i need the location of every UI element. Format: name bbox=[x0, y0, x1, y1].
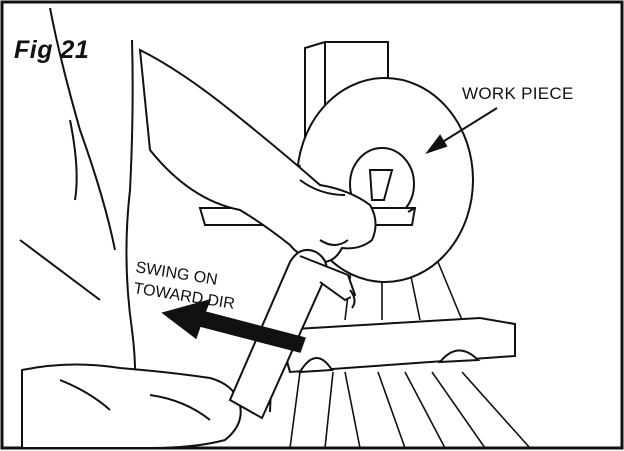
figure-label: Fig 21 bbox=[14, 36, 89, 65]
work-piece-callout: WORK PIECE bbox=[462, 84, 574, 104]
lower-hand bbox=[22, 364, 241, 448]
